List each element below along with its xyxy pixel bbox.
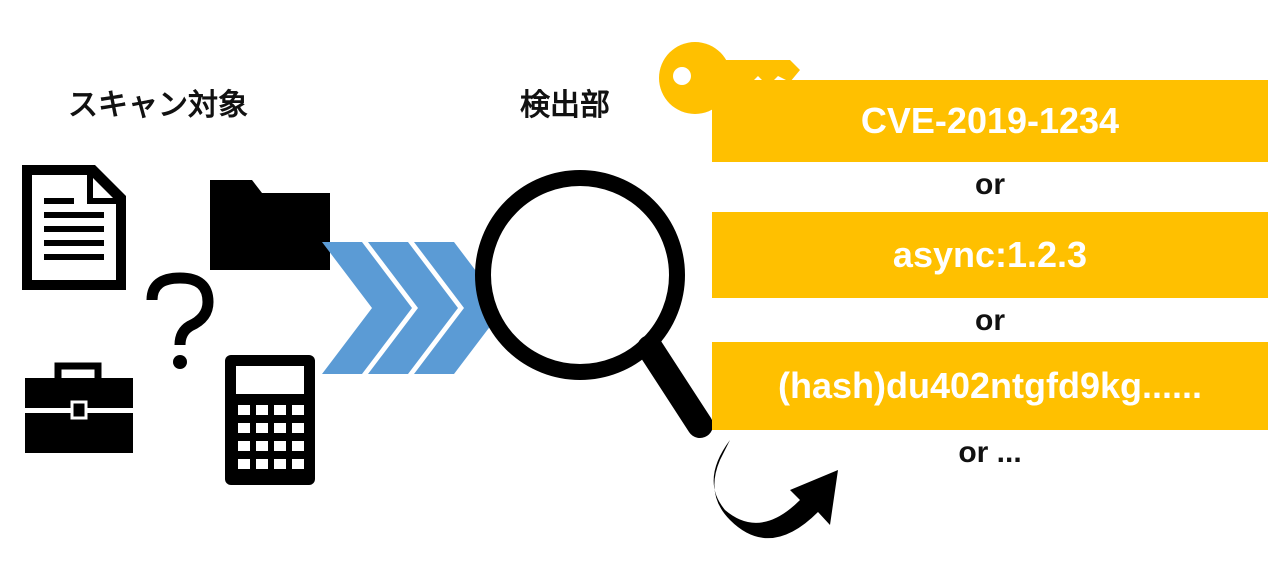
chevron-2 [368,242,458,374]
magnifying-glass-icon [475,170,713,438]
identifier-box-package: async:1.2.3 [712,212,1268,298]
folder-icon [210,180,330,270]
identifier-box-hash: (hash)du402ntgfd9kg...... [712,342,1268,430]
question-mark-icon [146,272,214,369]
document-icon [22,165,126,290]
separator-or: or [975,304,1005,337]
chevron-1 [322,242,412,374]
calculator-icon [225,355,315,485]
detector-label: 検出部 [520,88,610,123]
separator-or: or [975,168,1005,201]
curved-arrow-icon [713,440,838,539]
identifier-box-cve: CVE-2019-1234 [712,80,1268,162]
separator-or-more: or ... [958,436,1022,469]
briefcase-icon [25,362,133,453]
scan-target-label: スキャン対象 [68,88,248,123]
